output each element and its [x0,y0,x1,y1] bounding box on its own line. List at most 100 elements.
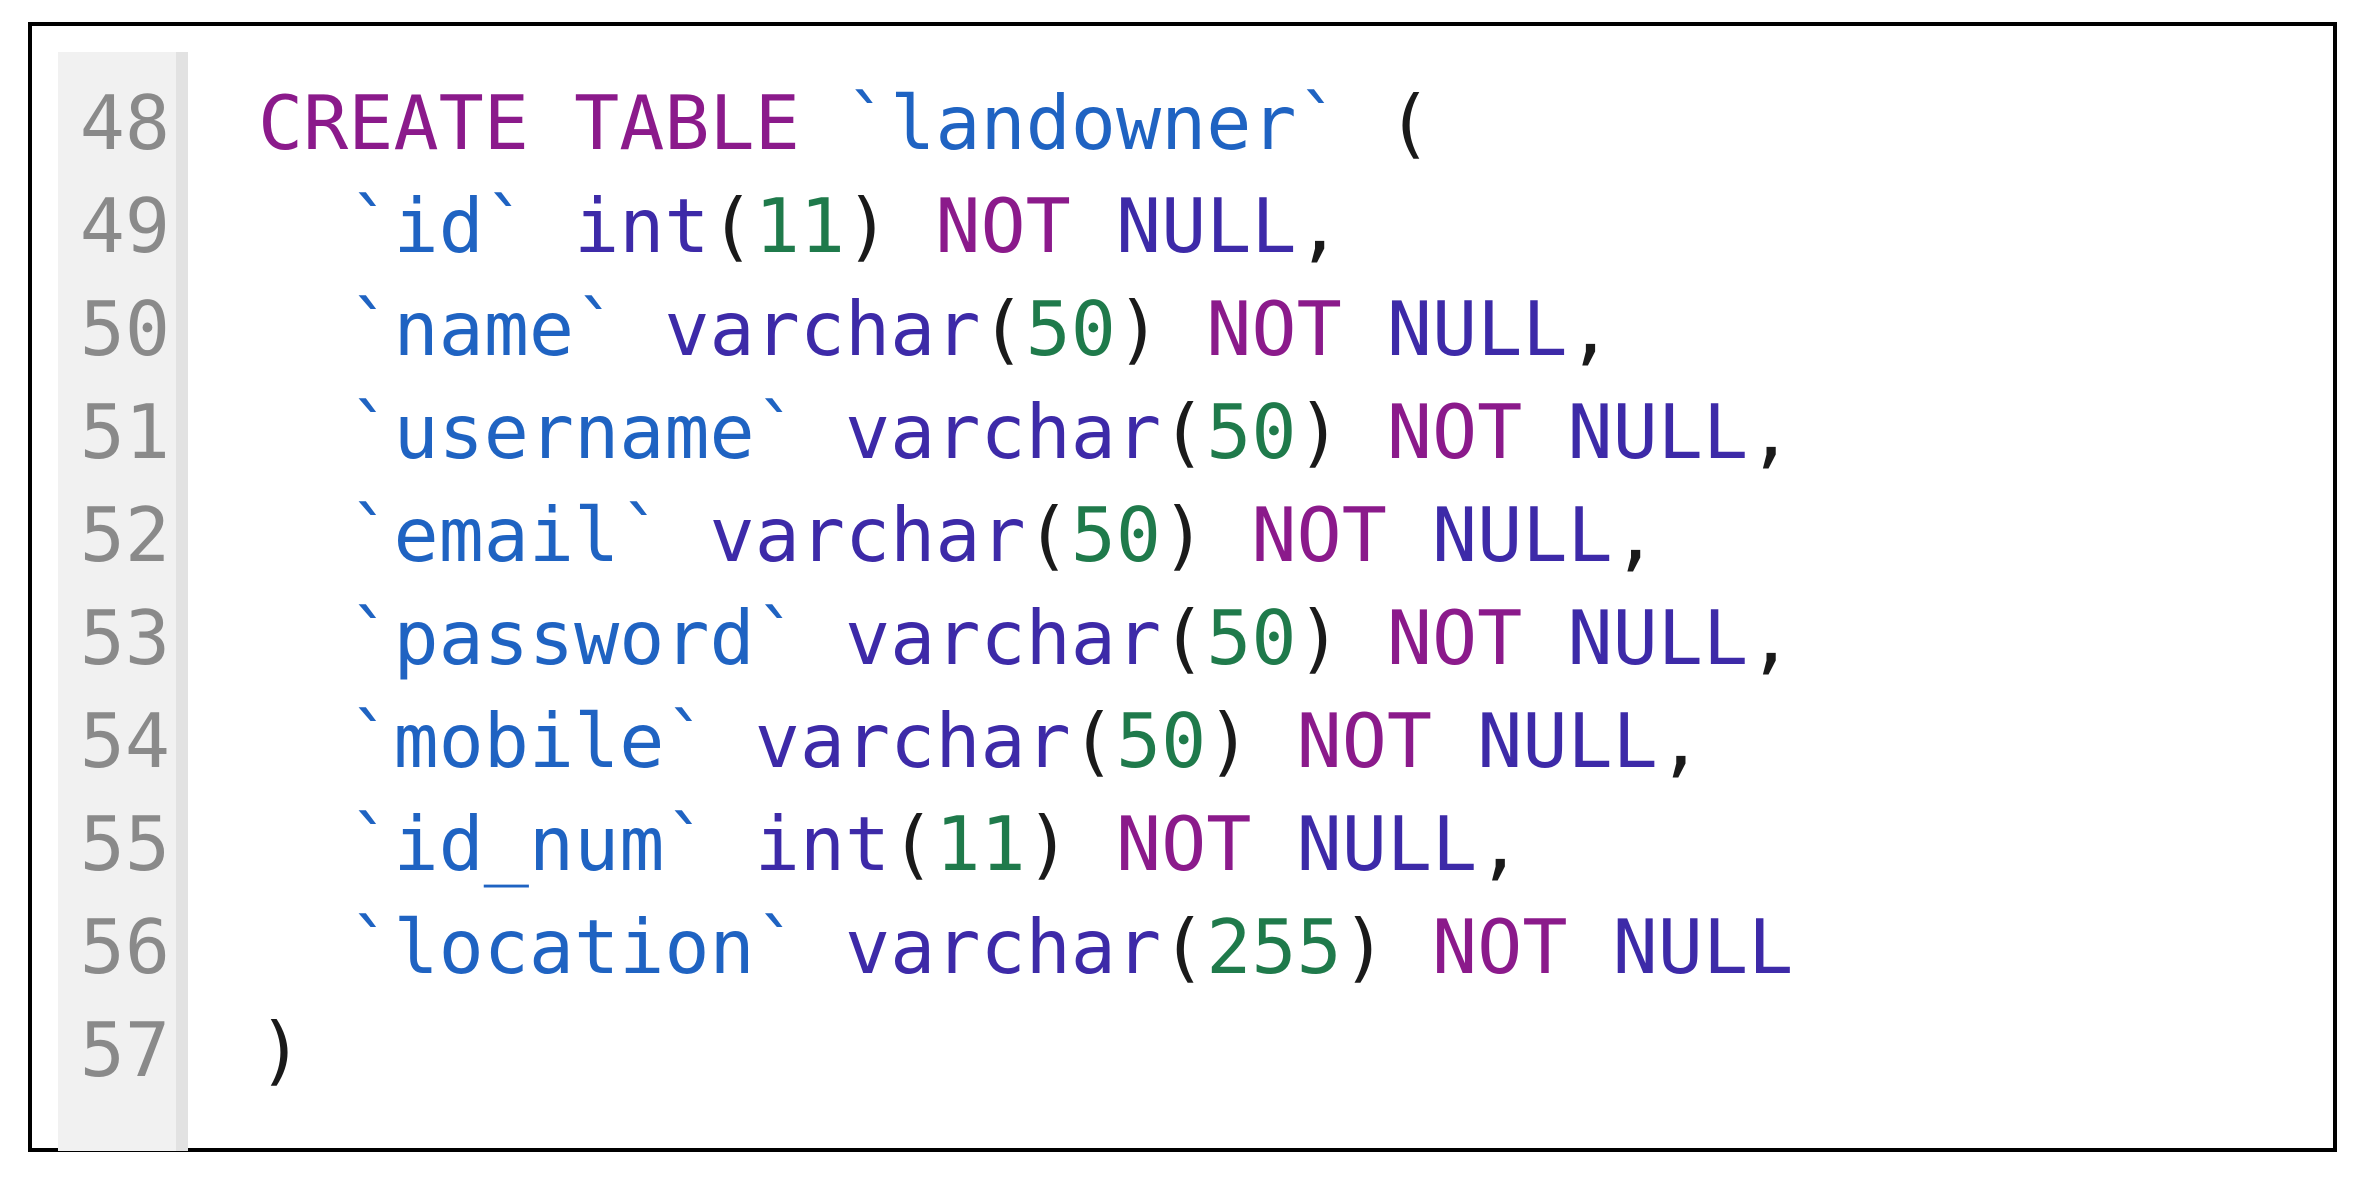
code-token: NOT [1206,285,1342,373]
code-token: NULL [1477,697,1658,785]
code-token: , [1657,697,1703,785]
code-token: NOT [935,182,1071,270]
code-text: ) [258,999,303,1102]
code-text: `id` int(11) NOT NULL, [258,175,1342,278]
code-token: `password` [348,594,800,682]
code-token: NOT [1432,903,1568,991]
code-token [800,388,845,476]
code-token: varchar [845,903,1162,991]
code-token: NOT [1296,697,1433,785]
code-token: 50 [1070,491,1162,579]
code-token: ) [1115,285,1207,373]
code-token: NULL [1432,491,1613,579]
code-token: int [754,800,891,888]
code-token [710,800,755,888]
code-token: `landowner` [845,79,1342,167]
code-token [1387,491,1432,579]
line-number: 55 [79,800,170,888]
code-token: , [1477,800,1523,888]
code-text: `mobile` varchar(50) NOT NULL, [258,690,1703,793]
code-line: 49 `id` int(11) NOT NULL, [58,175,1342,278]
code-token: , [1567,285,1613,373]
line-number: 54 [79,697,170,785]
code-line: 57) [58,999,303,1102]
code-token: NULL [1386,285,1568,373]
code-token: NOT [1251,491,1387,579]
code-text: CREATE TABLE `landowner` ( [258,72,1432,175]
code-token: , [1748,388,1794,476]
code-token [664,491,709,579]
code-token: `mobile` [348,697,710,785]
code-token: , [1296,182,1342,270]
code-line: 54 `mobile` varchar(50) NOT NULL, [58,690,1703,793]
line-number: 51 [79,388,170,476]
code-token [800,79,845,167]
code-token [258,285,348,373]
code-token: varchar [754,697,1071,785]
code-token: NULL [1612,903,1794,991]
code-token: ( [709,182,755,270]
code-token: NULL [1567,594,1749,682]
code-token: `name` [348,285,620,373]
code-token: varchar [845,388,1162,476]
code-token: ) [845,182,936,270]
code-text: `name` varchar(50) NOT NULL, [258,278,1613,381]
code-token: `id` [348,182,529,270]
code-token: , [1612,491,1658,579]
code-token [258,903,348,991]
code-token: 50 [1025,285,1116,373]
code-text: `id_num` int(11) NOT NULL, [258,793,1522,896]
code-token: , [1748,594,1794,682]
code-token: ) [1296,388,1387,476]
code-token [800,903,845,991]
code-token [258,182,348,270]
code-token [1522,594,1567,682]
code-token: varchar [664,285,981,373]
code-token: NULL [1296,800,1478,888]
code-token [800,594,845,682]
code-token: ( [1341,79,1433,167]
code-token: NOT [1386,594,1523,682]
code-token: ) [1341,903,1433,991]
code-token: ( [1161,388,1207,476]
code-token: `username` [348,388,800,476]
line-number-gutter [58,52,188,1151]
code-token [710,697,755,785]
code-line: 52 `email` varchar(50) NOT NULL, [58,484,1658,587]
code-line: 51 `username` varchar(50) NOT NULL, [58,381,1794,484]
code-text: `password` varchar(50) NOT NULL, [258,587,1793,690]
code-token: 50 [1115,697,1207,785]
code-token: NULL [1567,388,1749,476]
code-token [1568,903,1613,991]
code-token: `email` [348,491,665,579]
code-token: ( [1161,903,1207,991]
code-token: NOT [1386,388,1523,476]
code-text: `location` varchar(255) NOT NULL [258,896,1793,999]
code-token: NOT [1115,800,1252,888]
code-text: `username` varchar(50) NOT NULL, [258,381,1793,484]
line-number: 52 [79,491,170,579]
code-token: ) [1206,697,1297,785]
code-token [258,491,348,579]
code-token [258,697,348,785]
line-number: 56 [79,903,170,991]
code-token [529,182,574,270]
code-token [258,800,348,888]
code-token: int [574,182,710,270]
code-token [1432,697,1477,785]
code-token: 11 [754,182,846,270]
code-token: `id_num` [348,800,710,888]
code-token [619,285,664,373]
code-token: `location` [348,903,800,991]
code-token [258,594,348,682]
code-token: ( [890,800,936,888]
code-token: varchar [845,594,1162,682]
code-token: ( [980,285,1026,373]
code-line: 55 `id_num` int(11) NOT NULL, [58,793,1523,896]
code-token: ) [1161,491,1252,579]
code-token: varchar [709,491,1026,579]
code-token: 50 [1206,388,1297,476]
